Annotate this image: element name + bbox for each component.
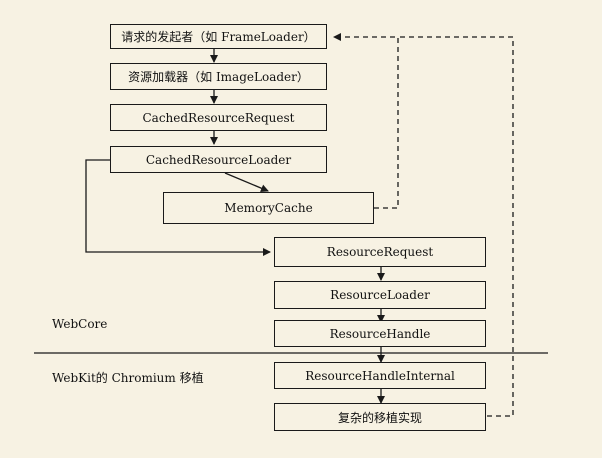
box-requester: 请求的发起者（如 FrameLoader） <box>110 24 327 49</box>
arrow-cached-loader-to-resource-request <box>85 159 271 256</box>
box-cached-resource-request: CachedResourceRequest <box>110 104 327 131</box>
dashed-memory-cache-to-requester <box>333 33 399 209</box>
box-complex-port: 复杂的移植实现 <box>274 403 486 431</box>
arrow-cached-loader-to-memory-cache <box>224 172 269 192</box>
dashed-port-to-requester <box>398 36 514 417</box>
box-resource-handle: ResourceHandle <box>274 320 486 347</box>
box-memory-cache: MemoryCache <box>163 192 374 224</box>
box-resource-loader-cn: 资源加载器（如 ImageLoader） <box>110 63 327 90</box>
box-resource-request: ResourceRequest <box>274 237 486 267</box>
box-resource-loader: ResourceLoader <box>274 281 486 309</box>
box-cached-resource-loader: CachedResourceLoader <box>110 146 327 173</box>
layer-label-webkit-chromium: WebKit的 Chromium 移植 <box>52 371 204 385</box>
layer-label-webcore: WebCore <box>52 317 108 331</box>
box-resource-handle-internal: ResourceHandleInternal <box>274 362 486 389</box>
